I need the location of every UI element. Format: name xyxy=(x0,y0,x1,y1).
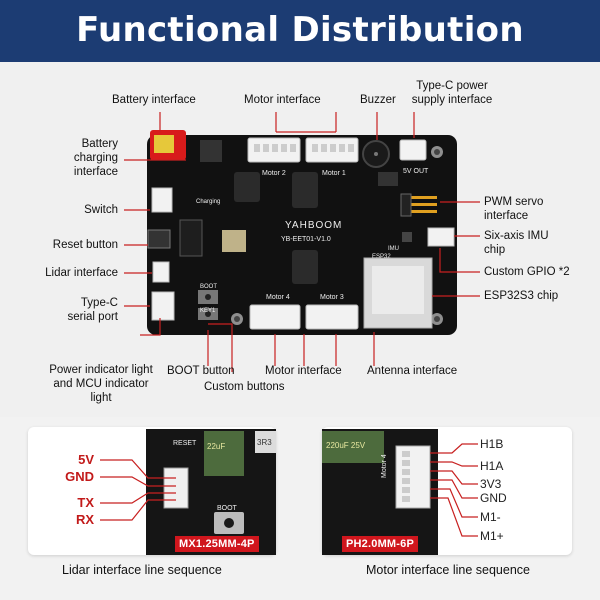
lidar-caption: Lidar interface line sequence xyxy=(62,563,222,577)
motor-silk-label: Motor 4 xyxy=(381,454,388,478)
silk-imu: IMU xyxy=(388,246,399,252)
lidar-pin-tx: TX xyxy=(77,495,94,510)
label-custom-buttons: Custom buttons xyxy=(204,381,285,393)
silk-motor2: Motor 2 xyxy=(262,170,286,177)
callout-lines xyxy=(124,112,480,372)
label-reset-button: Reset button xyxy=(52,239,118,251)
motor-pin-h1a: H1A xyxy=(480,459,504,473)
lidar-pin-5v: 5V xyxy=(78,452,94,467)
board-brand: YAHBOOM xyxy=(285,220,343,231)
lidar-silk-r3: 3R3 xyxy=(257,438,272,447)
motor-pin-m1-minus: M1- xyxy=(480,510,501,524)
label-motor-interface-top: Motor interface xyxy=(244,94,321,106)
label-battery-interface: Battery interface xyxy=(112,94,196,106)
motor-connector-tag: PH2.0MM-6P xyxy=(342,536,419,552)
motor4-connector xyxy=(249,304,301,330)
silk-5v-out: 5V OUT xyxy=(403,168,429,175)
lidar-silk-cap: 22uF xyxy=(207,442,226,451)
lidar-connector-tag: MX1.25MM-4P xyxy=(175,536,259,552)
silk-motor3: Motor 3 xyxy=(320,294,344,301)
motor-silk-cap: 220uF 25V xyxy=(326,441,366,450)
board-diagram xyxy=(124,112,480,372)
label-custom-gpio: Custom GPIO *2 xyxy=(484,266,570,278)
lidar-silk-reset: RESET xyxy=(173,440,197,447)
silk-motor4: Motor 4 xyxy=(266,294,290,301)
label-switch: Switch xyxy=(84,204,118,216)
page-title: Functional Distribution xyxy=(76,10,524,50)
silk-esp32: ESP32 xyxy=(372,254,391,260)
silk-key1: KEY1 xyxy=(200,308,216,314)
motor-pin-3v3: 3V3 xyxy=(480,477,502,491)
label-boot-button: BOOT button xyxy=(167,365,235,377)
board-model: YB-EET01-V1.0 xyxy=(281,236,331,243)
silk-boot: BOOT xyxy=(200,284,218,290)
label-esp32s3: ESP32S3 chip xyxy=(484,290,559,302)
motor-pin-m1-plus: M1+ xyxy=(480,529,504,543)
lidar-pin-gnd: GND xyxy=(65,469,94,484)
label-lidar-interface: Lidar interface xyxy=(45,267,118,279)
silk-motor1: Motor 1 xyxy=(322,170,346,177)
motor-pin-gnd: GND xyxy=(480,491,507,505)
silk-charging: Charging xyxy=(196,199,221,205)
title-banner xyxy=(0,0,600,62)
motor3-connector xyxy=(305,304,359,330)
lidar-pin-rx: RX xyxy=(75,512,94,527)
lidar-silk-boot: BOOT xyxy=(217,505,237,512)
label-buzzer: Buzzer xyxy=(360,94,396,106)
label-motor-interface-bottom: Motor interface xyxy=(265,365,342,377)
motor-pin-h1b: H1B xyxy=(480,437,504,451)
label-antenna-interface: Antenna interface xyxy=(367,365,458,377)
motor-caption: Motor interface line sequence xyxy=(366,563,530,577)
